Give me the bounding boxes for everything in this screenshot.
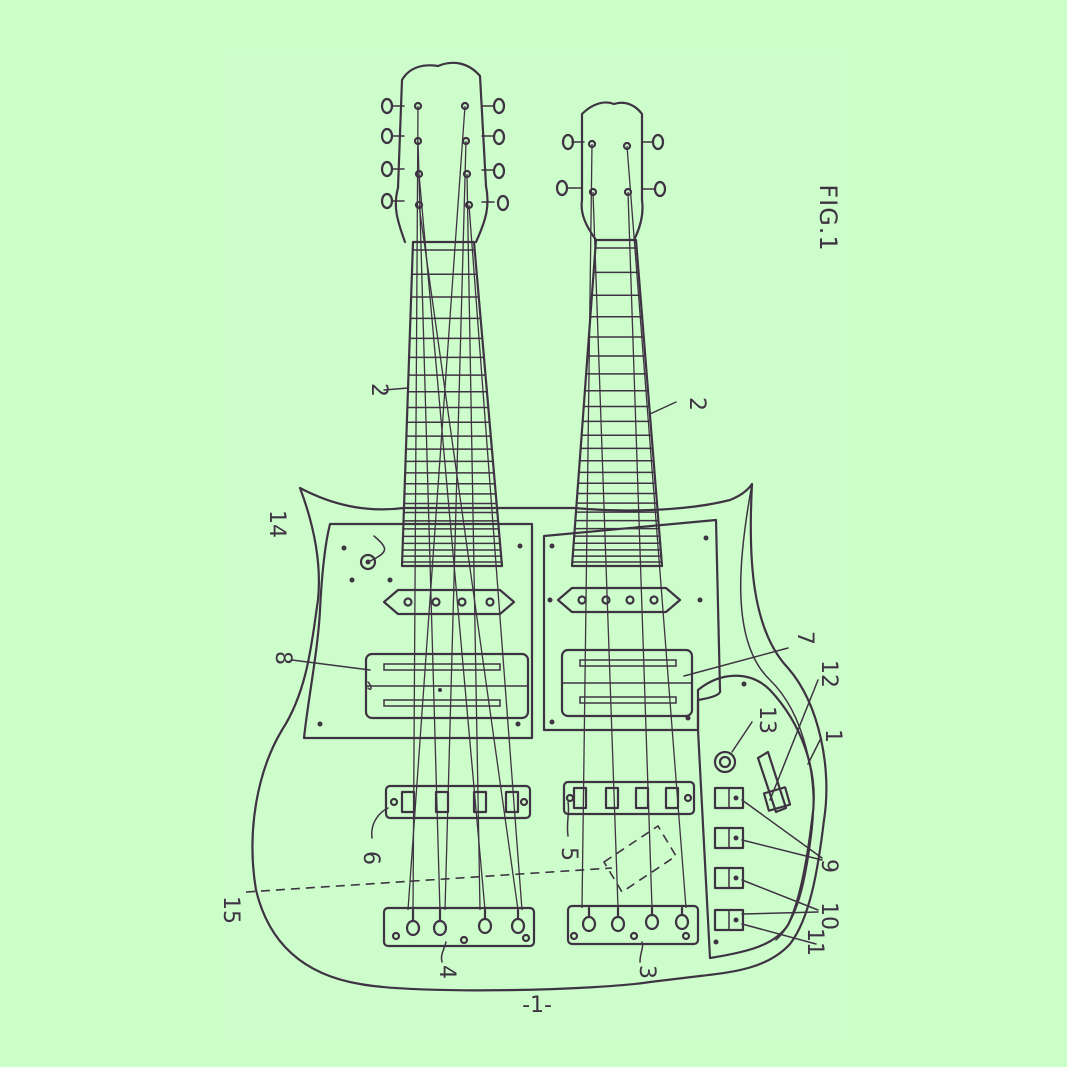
figure-title: FIG.1	[814, 184, 842, 251]
left-pickguard	[302, 522, 534, 740]
dashed-internal-component	[245, 824, 678, 894]
left-tuning-pegs	[380, 97, 510, 212]
label-bridge-right: 5	[556, 847, 581, 861]
label-lower-switch: 11	[802, 928, 827, 956]
guitar-body-outline	[251, 482, 828, 992]
right-tuning-pegs	[555, 133, 667, 198]
left-fretboard	[400, 240, 504, 568]
label-switches: 9	[816, 859, 841, 873]
leader-lines	[291, 387, 823, 963]
right-headstock	[580, 101, 644, 242]
label-neck-left: 2	[366, 383, 391, 397]
page-marker: -1-	[522, 993, 552, 1018]
left-frets	[401, 249, 503, 563]
left-tailpiece	[382, 906, 536, 948]
label-pickup-right: 7	[792, 631, 817, 645]
right-strings	[581, 143, 687, 909]
label-body: 1	[820, 729, 845, 743]
right-pickguard	[542, 518, 722, 732]
label-switch-pair: 10	[816, 902, 841, 930]
control-knob	[713, 750, 737, 774]
rocker-switches	[713, 786, 745, 932]
right-tailpiece	[566, 904, 700, 946]
right-fretboard	[570, 238, 664, 568]
left-headstock	[394, 61, 489, 244]
body-top-contour	[739, 483, 815, 941]
label-pickup-left: 8	[270, 651, 295, 665]
label-dashed-line: 15	[218, 896, 243, 924]
left-bridge	[384, 784, 532, 820]
label-jack: 14	[264, 510, 289, 538]
left-pickup	[364, 652, 530, 720]
label-bridge-left: 6	[358, 851, 383, 865]
label-tailpiece-left: 4	[434, 965, 459, 979]
left-neck-plate	[382, 588, 516, 616]
control-plate	[696, 674, 815, 960]
label-knob: 13	[754, 706, 779, 734]
pickguard-screws	[317, 535, 747, 945]
callout-labels: 1 2 2 3 4 5 6 7 8 9 10 11 12 13 14 15 FI…	[218, 184, 845, 1018]
label-slider: 12	[816, 660, 841, 688]
label-neck-right: 2	[684, 397, 709, 411]
label-tailpiece-right: 3	[634, 965, 659, 979]
left-strings	[407, 105, 523, 913]
right-pickup	[560, 648, 694, 718]
